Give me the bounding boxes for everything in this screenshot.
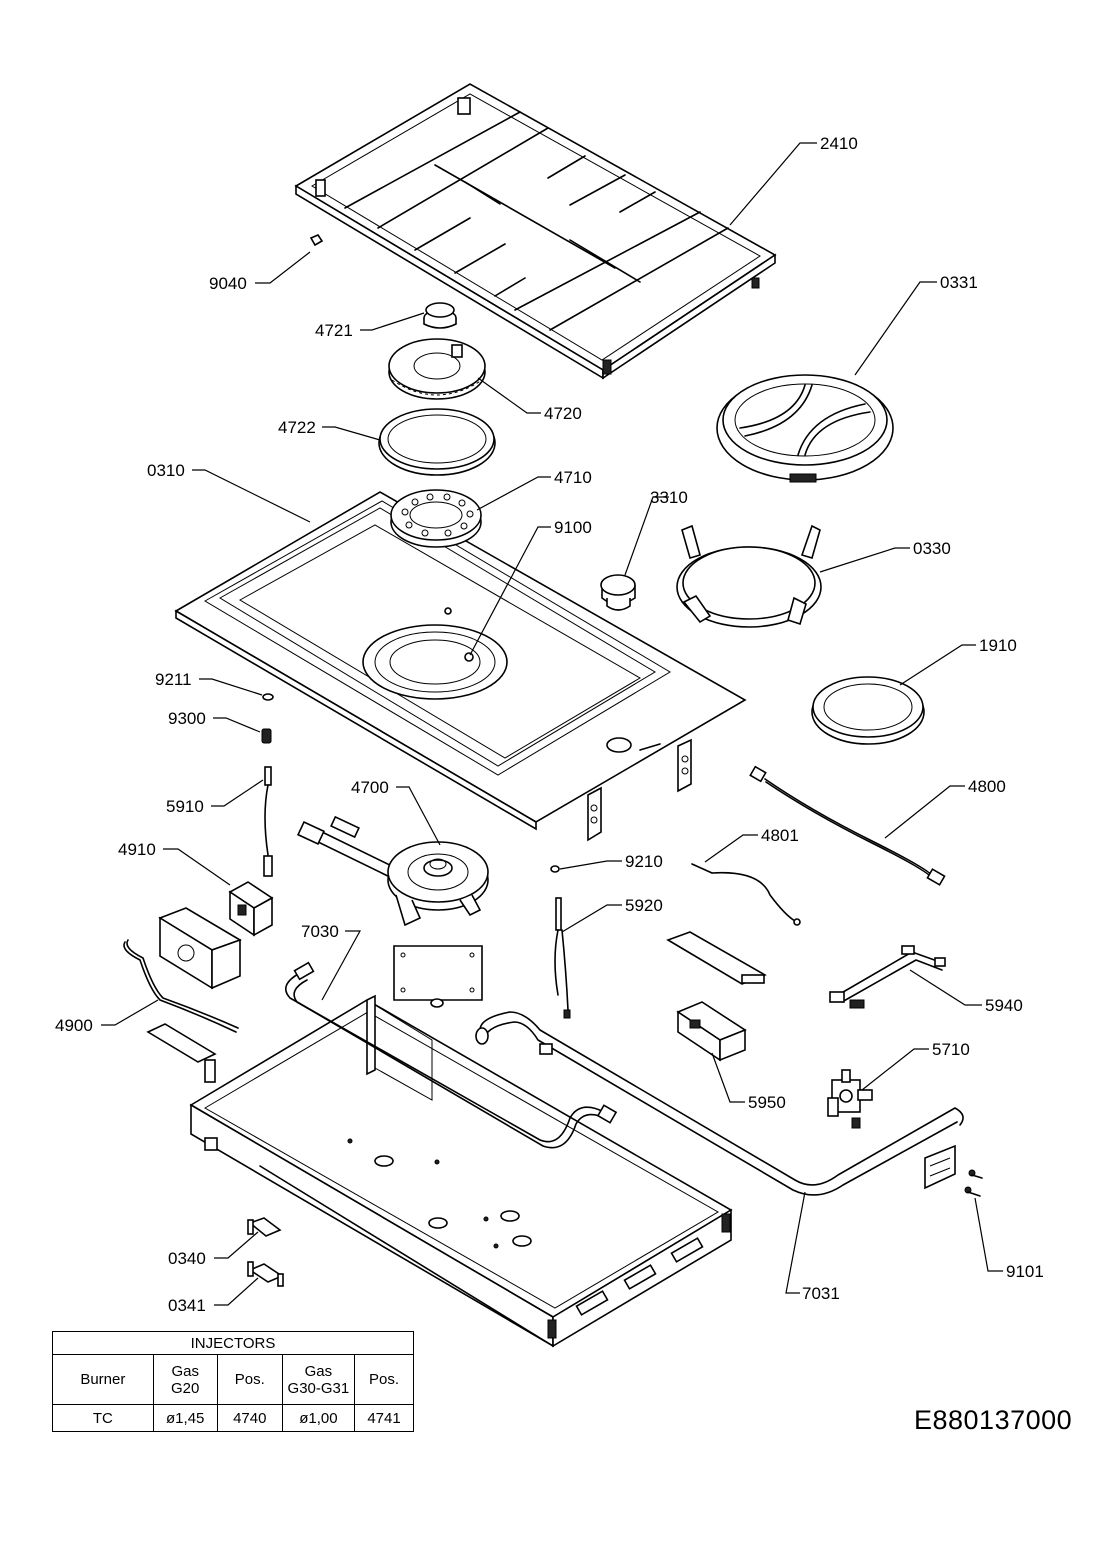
label-5940: 5940 xyxy=(985,996,1023,1015)
label-9101: 9101 xyxy=(1006,1262,1044,1281)
wiring-harness xyxy=(749,765,946,886)
burner-assembly xyxy=(297,815,489,927)
header-gas-g30-g31: Gas G30-G31 xyxy=(281,1354,356,1405)
header-gas-g20: Gas G20 xyxy=(152,1354,218,1405)
spring xyxy=(261,728,272,744)
label-9300: 9300 xyxy=(168,709,206,728)
cell-g30-pos: 4741 xyxy=(354,1404,414,1432)
gas-tap xyxy=(827,1069,873,1129)
bottom-casing-tray xyxy=(189,994,733,1348)
part-number-labels: 2410 9040 0331 4721 4720 4722 0310 4710 … xyxy=(55,134,1044,1315)
label-7031: 7031 xyxy=(802,1284,840,1303)
label-4801: 4801 xyxy=(761,826,799,845)
spark-generator xyxy=(123,907,242,1083)
rubber-foot xyxy=(309,234,324,247)
gas-supply-pipe xyxy=(284,961,618,1149)
small-clip xyxy=(262,693,274,701)
cell-burner: TC xyxy=(52,1404,154,1432)
injectors-table: INJECTORS Burner Gas G20 Pos. Gas G30-G3… xyxy=(52,1331,414,1432)
label-9100: 9100 xyxy=(554,518,592,537)
control-knob xyxy=(600,574,636,611)
leader-lines xyxy=(101,142,1003,1306)
ignition-lead xyxy=(691,863,801,926)
label-4722: 4722 xyxy=(278,418,316,437)
header-pos-g20: Pos. xyxy=(216,1354,283,1405)
label-9210: 9210 xyxy=(625,852,663,871)
label-1910: 1910 xyxy=(979,636,1017,655)
mounting-bracket xyxy=(666,931,767,985)
label-4710: 4710 xyxy=(554,468,592,487)
label-5950: 5950 xyxy=(748,1093,786,1112)
label-4800: 4800 xyxy=(968,777,1006,796)
label-4700: 4700 xyxy=(351,778,389,797)
clip xyxy=(550,865,560,873)
cell-g20-pos: 4740 xyxy=(216,1404,283,1432)
label-5710: 5710 xyxy=(932,1040,970,1059)
fixing-clip-lower xyxy=(247,1261,284,1287)
support-plate xyxy=(393,945,483,1008)
label-9211: 9211 xyxy=(155,670,192,689)
label-0331: 0331 xyxy=(940,273,978,292)
outer-flame-ring xyxy=(378,408,496,476)
main-gas-pipe xyxy=(475,1011,964,1196)
cell-g30-diameter: ø1,00 xyxy=(281,1404,356,1432)
label-5910: 5910 xyxy=(166,797,204,816)
label-4721: 4721 xyxy=(315,321,353,340)
drawing-code: E880137000 xyxy=(914,1405,1073,1435)
solenoid-valve xyxy=(676,1001,747,1062)
label-0330: 0330 xyxy=(913,539,951,558)
label-4900: 4900 xyxy=(55,1016,93,1035)
label-0310: 0310 xyxy=(147,461,185,480)
header-pos-g30-g31: Pos. xyxy=(354,1354,414,1405)
second-thermocouple xyxy=(554,897,571,1019)
fixing-clip-upper xyxy=(247,1217,282,1237)
injectors-title: INJECTORS xyxy=(52,1331,414,1355)
thermocouple xyxy=(263,766,273,877)
support-ring xyxy=(811,676,925,745)
pan-support-grid xyxy=(294,83,777,380)
table-row: TC ø1,45 4740 ø1,00 4741 xyxy=(52,1404,414,1432)
hinge-and-screws xyxy=(924,1144,983,1197)
label-9040: 9040 xyxy=(209,274,247,293)
label-0341: 0341 xyxy=(168,1296,206,1315)
header-burner: Burner xyxy=(52,1354,154,1405)
label-4910: 4910 xyxy=(118,840,156,859)
label-0340: 0340 xyxy=(168,1249,206,1268)
label-4720: 4720 xyxy=(544,404,582,423)
label-2410: 2410 xyxy=(820,134,858,153)
label-5920: 5920 xyxy=(625,896,663,915)
burner-cap xyxy=(423,302,457,329)
wok-support xyxy=(676,524,822,628)
ignition-electrode xyxy=(829,945,946,1009)
outer-burner-crown xyxy=(388,338,486,400)
ignition-module xyxy=(228,881,274,937)
cell-g20-diameter: ø1,45 xyxy=(152,1404,218,1432)
label-7030: 7030 xyxy=(301,922,339,941)
label-3310: 3310 xyxy=(650,488,688,507)
hob-top-plate xyxy=(174,491,747,842)
inner-burner-body xyxy=(390,489,482,548)
wok-ring xyxy=(716,374,894,483)
